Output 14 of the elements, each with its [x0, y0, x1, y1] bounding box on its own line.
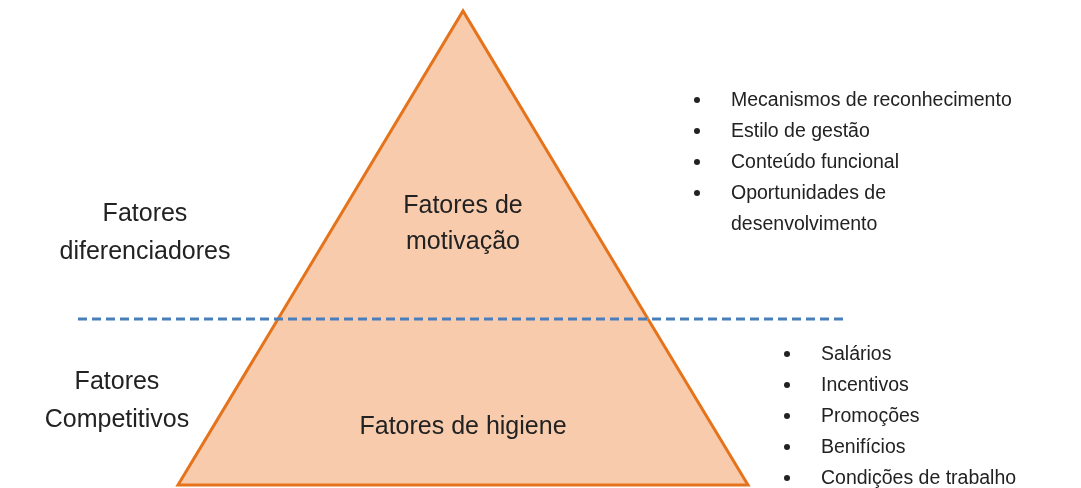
pyramid-top-section [276, 11, 650, 319]
side-label: Fatores diferenciadores [58, 197, 232, 266]
bullet-item: Benifícios [821, 434, 907, 459]
section-title: Fatores de motivação [402, 189, 524, 256]
bullet-item: Incentivos [821, 372, 910, 397]
bullet-item: Oportunidades de desenvolvimento [731, 180, 888, 236]
side-label: Fatores Competitivos [43, 365, 191, 434]
bullet-item: Condições de trabalho [821, 465, 1018, 488]
bullet-item: Promoções [821, 403, 921, 428]
bullet-item: Mecanismos de reconhecimento [731, 87, 1013, 112]
bullet-item: Salários [821, 341, 893, 366]
bullet-item: Conteúdo funcional [731, 149, 901, 174]
bullet-item: Estilo de gestão [731, 118, 871, 143]
section-title: Fatores de higiene [358, 410, 568, 441]
